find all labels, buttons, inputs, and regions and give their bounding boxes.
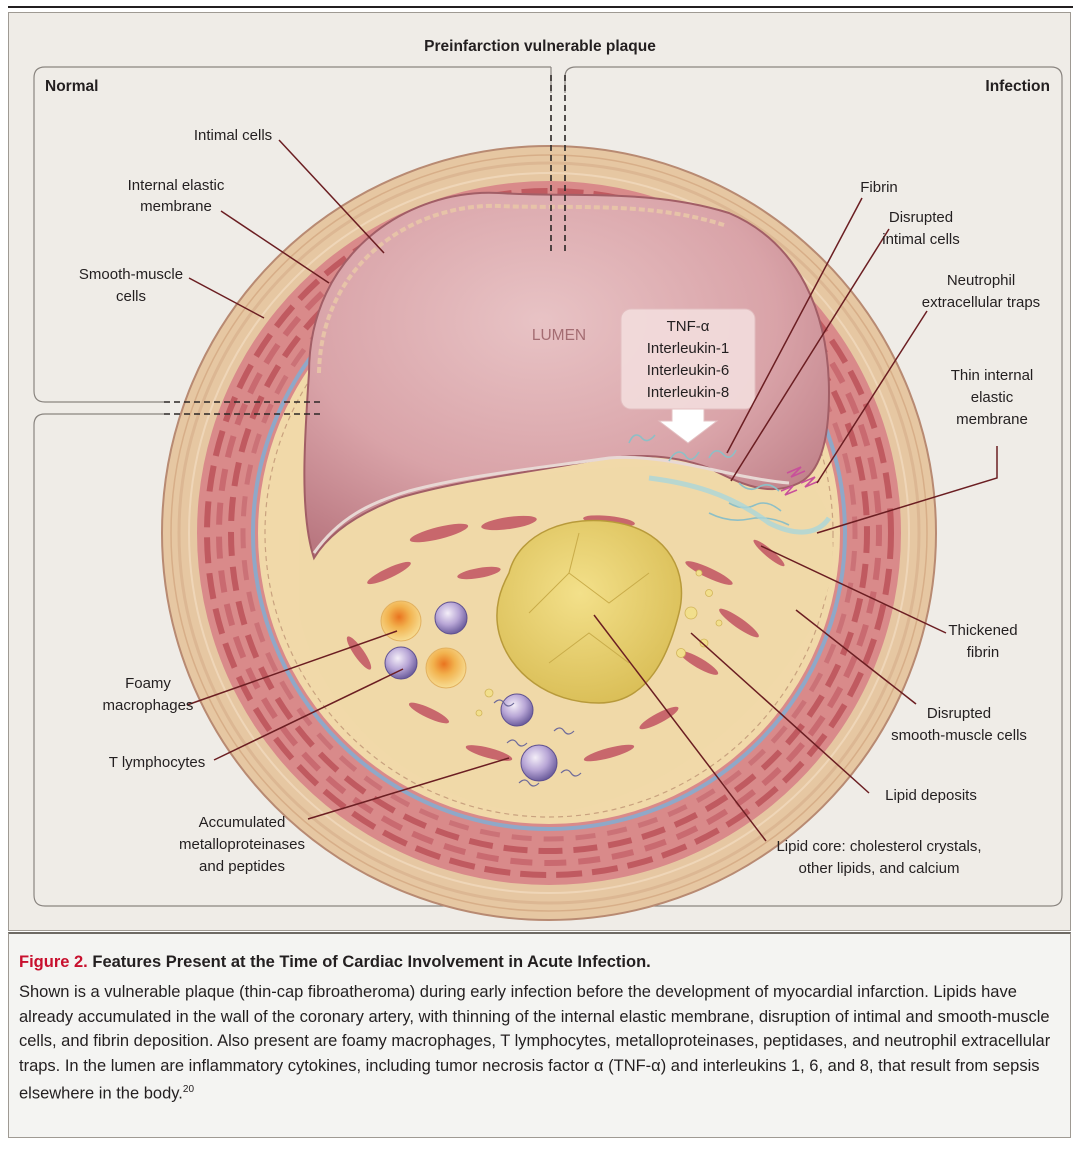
panel-label-infection: Infection: [985, 78, 1050, 95]
label-internal-elastic-line2: membrane: [140, 198, 212, 215]
label-disrupted-smc-line2: smooth-muscle cells: [891, 727, 1027, 744]
cytokine-il1: Interleukin-1: [647, 340, 730, 357]
artery-illustration: Preinfarction vulnerable plaque Normal I…: [9, 13, 1072, 932]
figure-caption: Figure 2. Features Present at the Time o…: [8, 932, 1071, 1138]
label-lipid-deposits: Lipid deposits: [885, 787, 977, 804]
label-disrupted-intimal-line1: Disrupted: [889, 209, 953, 226]
panel-label-normal: Normal: [45, 78, 98, 95]
caption-body: Shown is a vulnerable plaque (thin-cap f…: [19, 983, 1050, 1103]
caption-title-text: Features Present at the Time of Cardiac …: [92, 953, 650, 971]
label-mmp-line1: Accumulated: [199, 814, 286, 831]
top-rule: [8, 6, 1073, 8]
cytokine-tnf: TNF-α: [667, 318, 710, 335]
label-thin-iem-line3: membrane: [956, 411, 1028, 428]
figure-frame: Preinfarction vulnerable plaque Normal I…: [8, 6, 1073, 1144]
caption-title: Figure 2. Features Present at the Time o…: [19, 952, 1059, 972]
label-thickened-fibrin-line1: Thickened: [948, 622, 1017, 639]
label-foamy-line1: Foamy: [125, 675, 171, 692]
label-smooth-muscle-line2: cells: [116, 288, 146, 305]
label-thin-iem-line2: elastic: [971, 389, 1014, 406]
label-lipid-core-line2: other lipids, and calcium: [799, 860, 960, 877]
label-mmp-line2: metalloproteinases: [179, 836, 305, 853]
cytokine-il6: Interleukin-6: [647, 362, 730, 379]
lumen-label: LUMEN: [532, 327, 586, 344]
label-thickened-fibrin-line2: fibrin: [967, 644, 1000, 661]
label-lipid-core-line1: Lipid core: cholesterol crystals,: [776, 838, 981, 855]
label-thin-iem-line1: Thin internal: [951, 367, 1034, 384]
label-t-lymphocytes: T lymphocytes: [109, 754, 205, 771]
caption-description: Shown is a vulnerable plaque (thin-cap f…: [19, 980, 1059, 1106]
label-net-line1: Neutrophil: [947, 272, 1015, 289]
label-fibrin: Fibrin: [860, 179, 898, 196]
cytokine-il8: Interleukin-8: [647, 384, 730, 401]
label-smooth-muscle-line1: Smooth-muscle: [79, 266, 183, 283]
artery-cross-section: [162, 146, 936, 920]
label-disrupted-smc-line1: Disrupted: [927, 705, 991, 722]
label-mmp-line3: and peptides: [199, 858, 285, 875]
label-intimal-cells: Intimal cells: [194, 127, 272, 144]
illustration-panel: Preinfarction vulnerable plaque Normal I…: [8, 12, 1071, 931]
label-foamy-line2: macrophages: [103, 697, 194, 714]
caption-reference: 20: [183, 1084, 194, 1095]
label-net-line2: extracellular traps: [922, 294, 1040, 311]
label-disrupted-intimal-line2: intimal cells: [882, 231, 960, 248]
caption-figure-label: Figure 2.: [19, 953, 88, 971]
diagram-title: Preinfarction vulnerable plaque: [424, 38, 656, 55]
label-internal-elastic-line1: Internal elastic: [128, 177, 225, 194]
